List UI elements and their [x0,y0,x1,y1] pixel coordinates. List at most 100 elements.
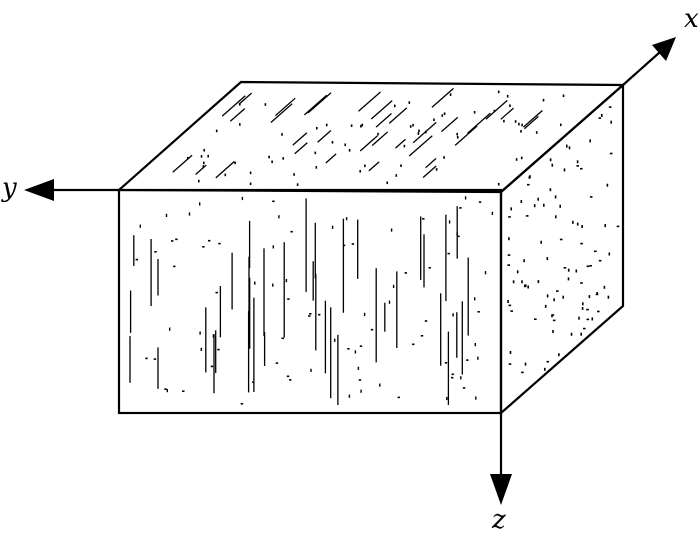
texture-speck [448,220,451,224]
texture-speck [559,238,563,241]
texture-speck [377,132,379,136]
texture-speck [508,216,511,218]
texture-speck [249,171,252,175]
texture-speck [603,285,606,289]
top-face [116,80,626,194]
texture-speck [287,298,290,300]
texture-speck [451,376,454,379]
texture-speck [508,304,512,307]
texture-speck [523,259,525,263]
texture-speck [523,285,527,288]
texture-speck [417,132,420,135]
texture-speck [234,161,236,165]
texture-speck [497,90,500,94]
texture-stroke [441,116,459,133]
texture-speck [199,202,201,206]
texture-speck [606,183,609,187]
texture-speck [139,224,141,228]
texture-speck [607,295,610,299]
z-axis: z [490,413,512,535]
texture-speck [598,259,602,262]
texture-speck [546,360,550,363]
texture-speck [552,330,554,333]
texture-stroke [388,107,408,124]
texture-speck [515,158,518,161]
texture-speck [224,173,227,177]
texture-speck [466,359,469,361]
texture-speck [240,403,244,405]
texture-speck [484,271,487,275]
texture-stroke [371,131,389,146]
texture-stroke [485,99,508,120]
texture-speck [443,112,446,115]
texture-speck [239,123,241,126]
texture-speck [239,103,241,106]
texture-stroke [325,153,337,164]
texture-speck [549,158,552,162]
texture-speck [202,165,205,168]
texture-speck [506,94,509,98]
texture-speck [535,131,538,134]
texture-speck [212,334,215,338]
texture-speck [425,130,427,134]
texture-speck [444,362,448,364]
texture-speck [608,252,611,256]
texture-speck [537,280,540,284]
texture-speck [275,362,279,364]
texture-speck [165,213,168,217]
texture-speck [552,319,556,322]
texture-speck [507,300,509,303]
texture-speck [473,111,476,114]
texture-speck [551,163,554,167]
texture-speck [595,293,599,296]
texture-speck [420,335,424,337]
texture-stroke [395,138,406,149]
texture-speck [507,254,511,256]
texture-speck [514,120,517,123]
texture-speck [186,156,189,160]
texture-speck [318,313,321,316]
texture-speck [268,155,270,159]
texture-speck [576,160,579,164]
texture-speck [540,240,542,244]
texture-stroke [195,164,207,175]
texture-speck [252,381,255,383]
front-face-texture [129,196,494,405]
texture-speck [578,316,580,320]
texture-speck [562,94,565,98]
texture-speck [397,396,400,399]
texture-speck [334,338,336,342]
texture-speck [203,148,205,152]
texture-stroke [408,135,433,157]
texture-speck [316,126,318,130]
texture-speck [608,106,612,108]
texture-speck [241,196,244,201]
texture-speck [604,224,606,228]
texture-speck [200,155,203,158]
texture-speck [567,268,570,272]
texture-speck [508,237,510,241]
texture-speck [512,280,515,284]
texture-speck [331,225,334,229]
texture-speck [145,357,148,360]
texture-speck [589,196,593,198]
texture-speck [348,149,351,152]
texture-speck [347,348,350,350]
texture-speck [520,200,523,203]
texture-speck [215,129,218,133]
texture-speck [308,315,311,317]
right-side-face [499,82,625,416]
texture-speck [360,389,362,393]
texture-speck [572,220,574,224]
texture-speck [272,245,274,249]
texture-speck [202,246,205,248]
texture-speck [475,396,477,400]
texture-speck [281,337,284,340]
texture-speck [217,348,220,351]
texture-speck [568,146,571,150]
texture-speck [200,347,202,351]
texture-speck [271,160,273,164]
texture-speck [199,331,201,335]
texture-speck [281,133,283,136]
texture-speck [412,123,414,127]
